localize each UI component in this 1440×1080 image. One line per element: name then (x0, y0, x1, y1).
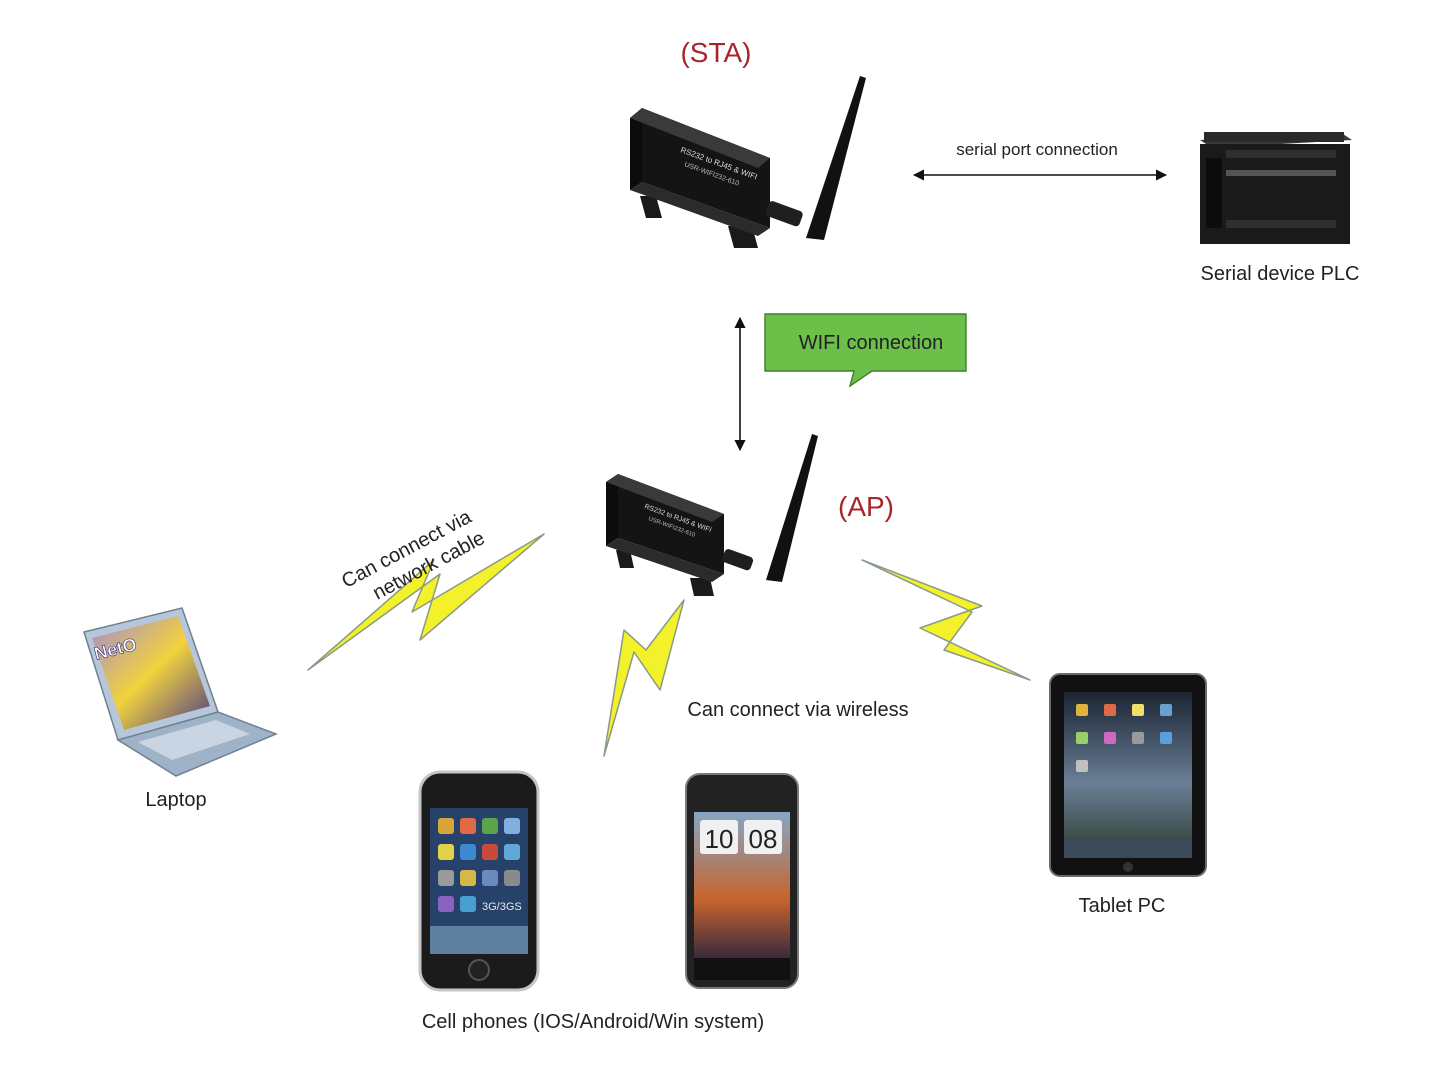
iphone-icon: 3G/3GS (418, 770, 540, 992)
ap-device: RS232 to RJ45 & WIFI USR-WIFI232-610 (606, 434, 818, 596)
iphone-screen-text: 3G/3GS (482, 901, 522, 913)
plc-icon (1200, 132, 1352, 244)
ap-label: (AP) (838, 491, 894, 522)
tablet-label: Tablet PC (1079, 895, 1166, 917)
lightning-bolt-laptop (307, 533, 545, 671)
tablet-icon (1049, 673, 1207, 877)
clock-hour: 10 (705, 824, 734, 854)
sta-label: (STA) (680, 37, 751, 68)
laptop-icon: NetO (83, 607, 279, 777)
wireless-label: Can connect via wireless (687, 699, 908, 721)
wifi-callout-label: WIFI connection (799, 332, 944, 354)
serial-connection-label: serial port connection (956, 140, 1118, 159)
sta-device: RS232 to RJ45 & WIFI USR-WIFI232-610 (630, 76, 866, 248)
clock-minute: 08 (749, 824, 778, 854)
plc-label: Serial device PLC (1201, 263, 1360, 285)
cell-phones-label: Cell phones (IOS/Android/Win system) (422, 1011, 764, 1033)
lightning-bolt-tablet (861, 559, 1031, 681)
laptop-label: Laptop (145, 789, 206, 811)
wifi-callout: WIFI connection (764, 313, 967, 388)
android-phone-icon: 10 08 (685, 773, 799, 989)
lightning-bolt-phones (603, 599, 685, 757)
